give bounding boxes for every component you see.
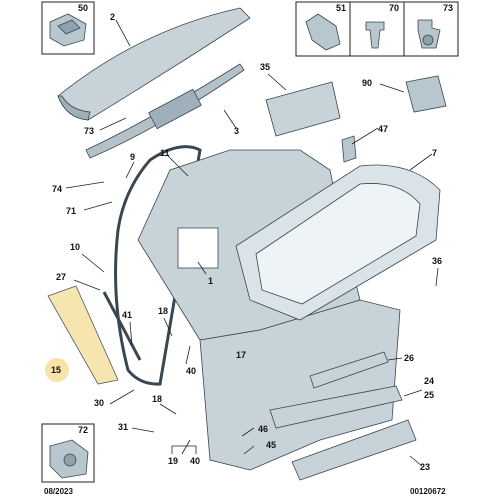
part-spoiler [57, 7, 251, 121]
callout-90: 90 [362, 78, 372, 88]
callout-27: 27 [56, 272, 66, 282]
part-70-screw-icon [365, 21, 385, 49]
callout-31: 31 [118, 422, 128, 432]
callout-71: 71 [66, 206, 76, 216]
callout-17: 17 [236, 350, 246, 360]
callout-36: 36 [432, 256, 442, 266]
callout-7: 7 [432, 148, 437, 158]
callout-26: 26 [404, 353, 414, 363]
callout-18-top: 18 [158, 306, 168, 316]
footer-date: 08/2023 [44, 487, 73, 496]
callout-50: 50 [78, 3, 88, 13]
callout-72: 72 [78, 425, 88, 435]
callout-70: 70 [389, 3, 399, 13]
callout-47: 47 [378, 124, 388, 134]
callout-3: 3 [234, 126, 239, 136]
part-side-trim-15 [47, 285, 119, 385]
callout-10: 10 [70, 242, 80, 252]
part-51-clip-icon [305, 13, 341, 51]
callout-74: 74 [52, 184, 62, 194]
part-35-block [265, 81, 341, 137]
inset-box-50 [41, 1, 95, 55]
part-90-module [405, 75, 447, 113]
callout-11: 11 [160, 148, 170, 158]
callout-19: 19 [168, 456, 178, 466]
callout-73: 73 [84, 126, 94, 136]
callout-25: 25 [424, 390, 434, 400]
callout-18-bottom: 18 [152, 394, 162, 404]
callout-51: 51 [336, 3, 346, 13]
callout-2: 2 [110, 12, 115, 22]
part-strip-24-25 [269, 385, 403, 429]
part-47-bracket [341, 135, 357, 163]
callout-23: 23 [420, 462, 430, 472]
part-strip-26 [309, 351, 389, 389]
part-seal-11 [114, 145, 202, 386]
part-gas-strut [102, 291, 142, 361]
leader-lines [65, 19, 439, 467]
part-tailgate-outer [199, 299, 401, 471]
callout-45: 45 [266, 440, 276, 450]
callout-24: 24 [424, 376, 434, 386]
callout-73-box: 73 [443, 3, 453, 13]
callout-9: 9 [130, 152, 135, 162]
callout-40-mid: 40 [186, 366, 196, 376]
inset-box-51-70-73 [295, 1, 459, 57]
callout-41: 41 [122, 310, 132, 320]
callout-35: 35 [260, 62, 270, 72]
callout-1: 1 [208, 276, 213, 286]
callout-15-highlight [45, 358, 69, 382]
callout-15: 15 [51, 365, 61, 375]
inset-box-72 [41, 423, 95, 483]
part-strip-23 [291, 419, 417, 481]
callout-30: 30 [94, 398, 104, 408]
footer-diagram-code: 00120672 [410, 487, 446, 496]
callout-40-bottom: 40 [190, 456, 200, 466]
callout-46: 46 [258, 424, 268, 434]
